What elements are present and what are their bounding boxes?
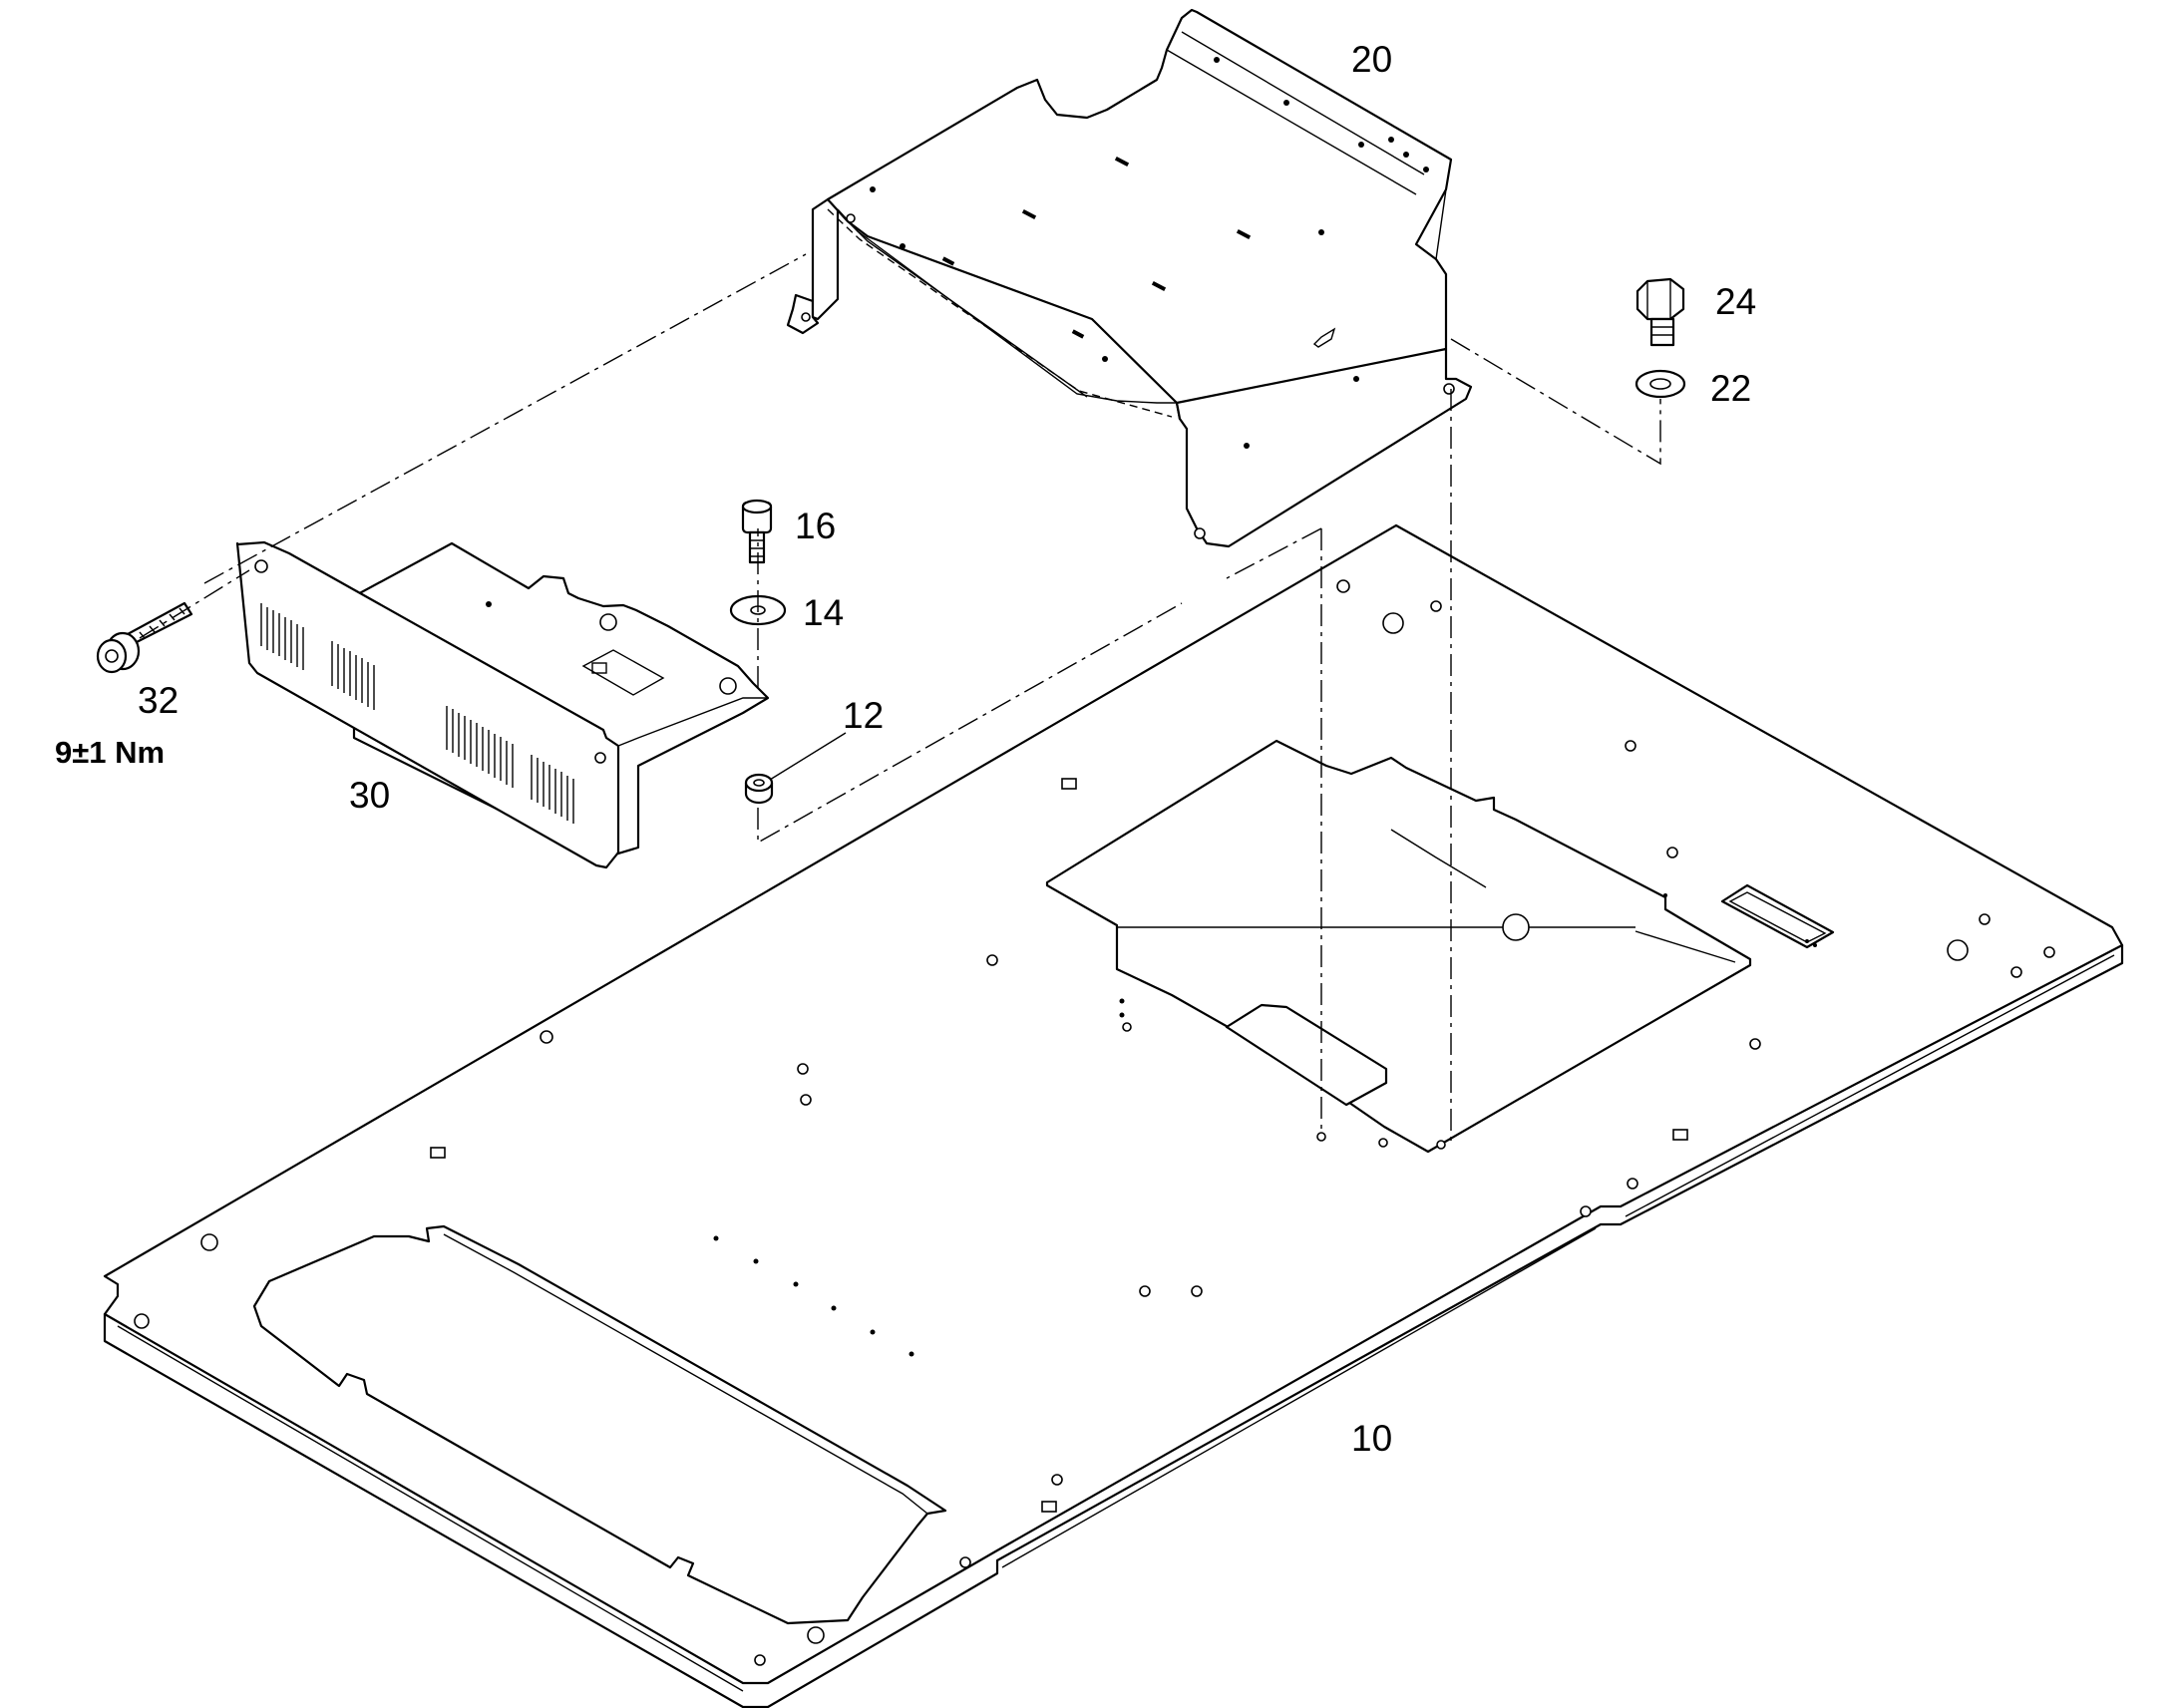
base-plate bbox=[103, 523, 2124, 1708]
mounting-bracket bbox=[786, 8, 1473, 548]
callout-24: 24 bbox=[1715, 281, 1756, 322]
leader-12 bbox=[769, 732, 847, 781]
washer-22 bbox=[1635, 369, 1686, 399]
callout-16: 16 bbox=[795, 506, 836, 546]
callout-22: 22 bbox=[1710, 368, 1751, 409]
spacer-12 bbox=[744, 773, 774, 805]
callout-14: 14 bbox=[803, 592, 844, 633]
hex-bolt-24 bbox=[1635, 277, 1685, 347]
cap-screw-32 bbox=[96, 601, 193, 674]
vent-slots bbox=[260, 603, 574, 824]
electronic-module bbox=[235, 540, 770, 869]
callout-20: 20 bbox=[1351, 39, 1392, 80]
cap-screw-16 bbox=[741, 499, 773, 564]
callout-12: 12 bbox=[843, 695, 884, 736]
callout-30: 30 bbox=[349, 775, 390, 816]
assembly-centerlines bbox=[139, 253, 1661, 1142]
callout-10: 10 bbox=[1351, 1418, 1392, 1459]
callout-32: 32 bbox=[138, 680, 179, 721]
callout-labels: 20 24 22 16 14 12 32 9±1 Nm 30 10 bbox=[55, 39, 1756, 1459]
torque-spec: 9±1 Nm bbox=[55, 735, 165, 770]
